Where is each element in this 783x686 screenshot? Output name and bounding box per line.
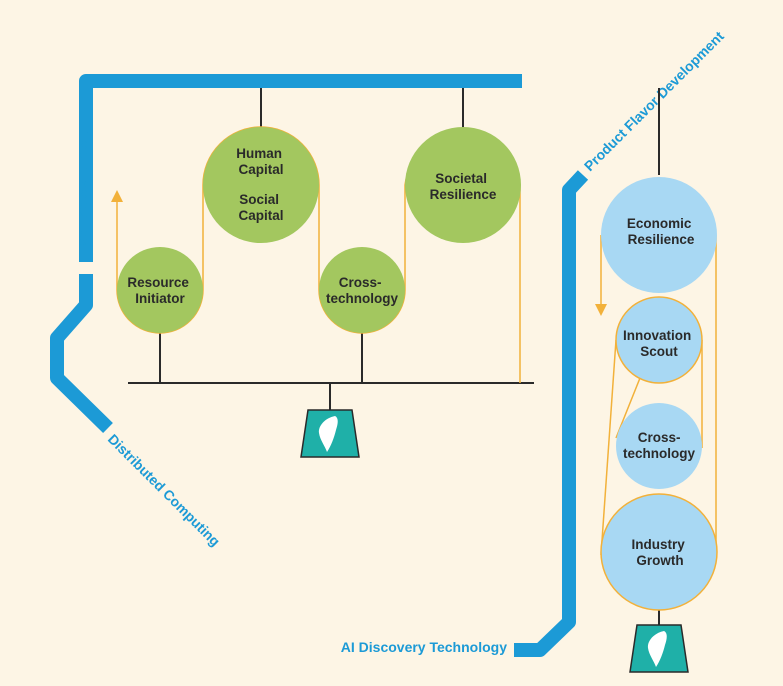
cross-technology-label-left: Cross- technology xyxy=(326,275,398,306)
resource-initiator-label: Resource Initiator xyxy=(127,275,192,306)
economic-resilience-pulley xyxy=(601,177,717,293)
protein-molecules-label: Protein Molecules xyxy=(77,126,93,246)
innovation-scout-pulley xyxy=(615,296,703,384)
industry-growth-label: Industry Growth xyxy=(631,537,688,568)
cross-technology-pulley-right xyxy=(616,403,702,489)
left-pulley-system: Resource Initiator Human Capital Social … xyxy=(111,88,534,458)
distributed-computing-label: Distributed Computing xyxy=(105,431,224,550)
product-flavor-development-label: Product Flavor Development xyxy=(581,28,727,174)
social-capital-label: Social Capital xyxy=(238,192,283,223)
human-social-capital-pulley xyxy=(203,127,319,243)
innovation-scout-label: Innovation Scout xyxy=(623,328,695,359)
economic-resilience-label: Economic Resilience xyxy=(627,216,695,247)
cross-technology-label-right: Cross- technology xyxy=(623,430,695,461)
human-capital-label: Human Capital xyxy=(236,146,286,177)
industry-growth-pulley xyxy=(600,493,718,611)
societal-resilience-pulley xyxy=(405,127,521,243)
cross-technology-pulley-left xyxy=(319,247,405,333)
societal-resilience-label: Societal Resilience xyxy=(430,171,497,202)
taiwan-map-icon xyxy=(647,631,667,667)
right-blue-track xyxy=(514,170,589,657)
ai-discovery-technology-label: AI Discovery Technology xyxy=(341,639,507,655)
left-blue-track xyxy=(50,74,522,433)
left-weight xyxy=(300,409,360,458)
right-pulley-system: Economic Resilience Innovation Scout Cro… xyxy=(595,88,718,673)
right-weight xyxy=(629,624,689,673)
taiwan-map-icon xyxy=(318,416,338,452)
resource-initiator-pulley xyxy=(117,247,203,333)
